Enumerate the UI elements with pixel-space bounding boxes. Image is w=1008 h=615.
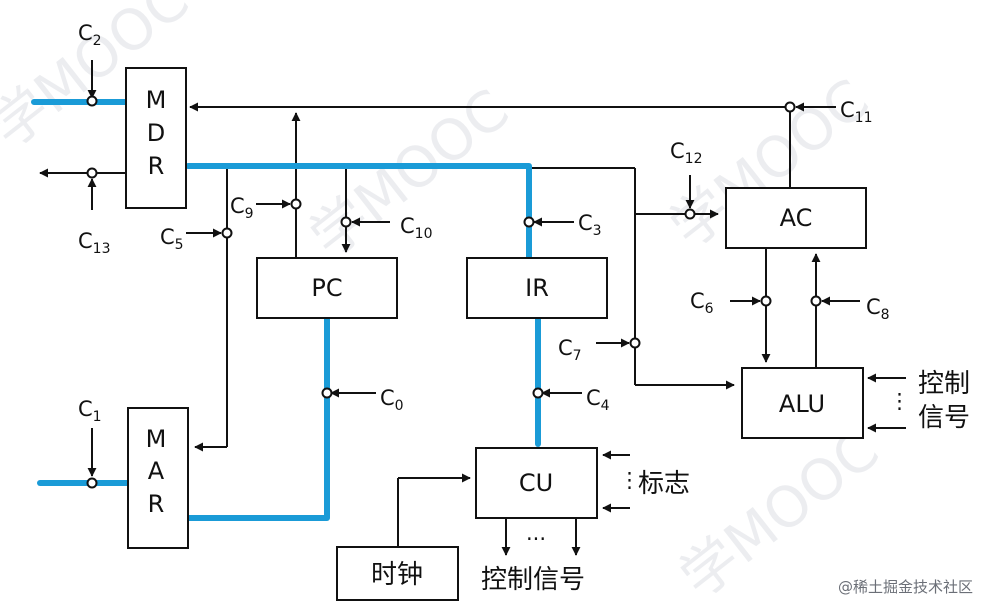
label-c11: C11 <box>840 98 873 126</box>
gate-c6 <box>760 295 772 307</box>
label-c10: C10 <box>400 214 433 242</box>
cu-label: CU <box>519 469 553 497</box>
cu-control-signals-label: 控制信号 <box>481 565 585 595</box>
wires <box>39 60 906 556</box>
box-labels: M D R M A R PC IR AC ALU CU 时钟 <box>146 86 825 590</box>
mdr-label-d: D <box>147 119 165 147</box>
gate-c7 <box>629 337 641 349</box>
gates <box>86 95 822 489</box>
pc-label: PC <box>311 274 342 302</box>
clock-box <box>336 546 459 601</box>
gate-c2 <box>86 95 98 107</box>
clock-label: 时钟 <box>371 560 423 590</box>
ir-box <box>466 257 608 319</box>
gate-c9 <box>290 198 302 210</box>
boxes <box>125 67 867 601</box>
label-c6: C6 <box>690 289 714 317</box>
gate-c1 <box>86 477 98 489</box>
label-c9: C9 <box>230 194 254 222</box>
alu-control-vdots: ⋮ <box>889 389 910 413</box>
highlight-paths <box>31 99 541 521</box>
flags-vdots: ⋮ <box>619 468 640 492</box>
cu-output-dots: ... <box>526 521 546 545</box>
ir-label: IR <box>525 274 549 302</box>
mar-label-a: A <box>148 457 165 485</box>
label-c5: C5 <box>160 225 184 253</box>
ac-label: AC <box>780 204 813 232</box>
gate-c4 <box>532 387 544 399</box>
gate-c11 <box>784 101 796 113</box>
mdr-label-m: M <box>146 86 167 114</box>
highlight-pc-to-mar <box>185 315 330 521</box>
pc-box <box>256 257 398 319</box>
gate-c13 <box>86 167 98 179</box>
gate-c12 <box>684 208 696 220</box>
gate-c8 <box>810 295 822 307</box>
label-c2: C2 <box>78 21 102 49</box>
mdr-label-r: R <box>148 152 165 180</box>
label-c12: C12 <box>670 139 703 167</box>
alu-control-label-line2: 信号 <box>918 403 970 433</box>
signal-labels: C2 C13 C11 C9 C10 C3 C5 C12 C6 C8 C7 C0 … <box>78 21 890 425</box>
label-c0: C0 <box>380 386 404 414</box>
gate-c0 <box>321 387 333 399</box>
flags-label: 标志 <box>638 469 690 499</box>
alu-label: ALU <box>779 390 825 418</box>
text-labels: 控制 信号 ⋮ ⋮ 标志 ... 控制信号 <box>481 369 970 595</box>
alu-box <box>741 367 864 439</box>
gate-c10 <box>340 216 352 228</box>
mar-label-r: R <box>148 490 165 518</box>
mdr-box <box>125 67 187 209</box>
gate-c5 <box>221 227 233 239</box>
ac-box <box>725 187 867 249</box>
label-c8: C8 <box>866 295 890 323</box>
cu-box <box>475 447 598 519</box>
gate-c3 <box>523 216 535 228</box>
footer-watermark: @稀土掘金技术社区 <box>838 578 973 596</box>
label-c13: C13 <box>78 229 111 257</box>
label-c1: C1 <box>78 397 102 425</box>
label-c7: C7 <box>558 336 582 364</box>
label-c3: C3 <box>578 211 602 239</box>
label-c4: C4 <box>586 386 610 414</box>
mar-label-m: M <box>146 425 167 453</box>
alu-control-label-line1: 控制 <box>918 369 970 399</box>
mar-box <box>127 407 189 549</box>
